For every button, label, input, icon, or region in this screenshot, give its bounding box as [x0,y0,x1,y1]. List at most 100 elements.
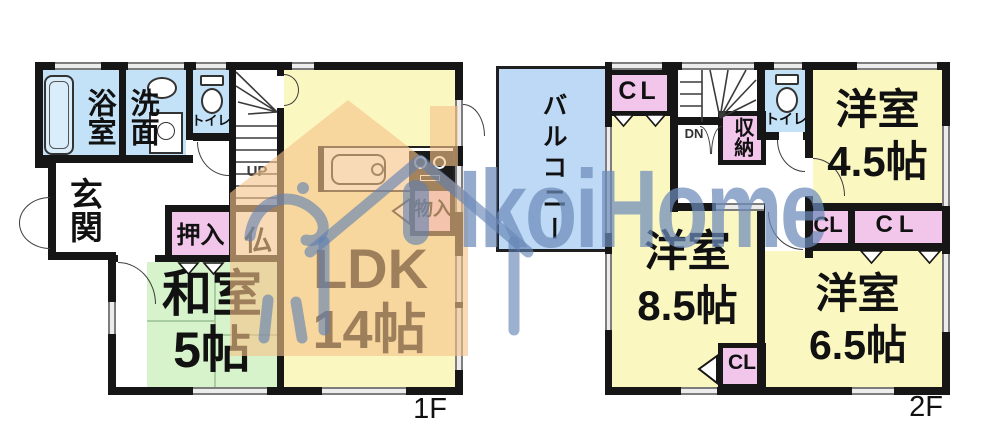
wall [757,203,765,395]
door-arc [19,223,50,249]
window [322,387,406,395]
wall [35,160,56,168]
toilet-tank-icon [200,75,224,86]
west65-name-label: 洋室 [815,270,900,317]
oshiire-closet [172,212,229,255]
entrance-label: 玄関 [65,177,103,243]
toilet-tank-icon [775,74,799,85]
wall [757,62,765,140]
hanger-mark-icon [202,262,225,276]
hanger-mark-icon [859,250,884,265]
wall [108,255,118,262]
stairs-dn-label: DN [684,126,704,141]
wall [186,62,193,140]
cl-b-label: CL [875,211,920,238]
wall [229,62,236,212]
wall [848,207,855,247]
window [455,256,463,302]
wall [318,146,324,192]
balcony-label: バルコニー [539,92,567,247]
wall [805,243,950,251]
staircase-up [235,71,278,199]
bifold-door [711,126,722,154]
door-arc [197,142,229,176]
wall [48,160,56,260]
window [612,62,662,70]
wall [155,255,284,262]
window [774,62,802,70]
wall [119,70,126,160]
oshiire-label: 押入 [176,222,225,249]
wall [165,205,284,212]
door-arc [768,212,803,250]
window [857,62,937,70]
window [682,62,754,70]
floor2-label: 2F [909,391,943,423]
storage-label-1f: 物入 [413,199,452,220]
cl-bottom-label: CL [728,351,756,374]
wall [35,62,43,168]
west85-size-label: 8.5帖 [637,282,738,329]
hanger-mark-icon [177,262,200,276]
window [681,387,717,395]
wall [805,203,950,211]
bath-label: 浴室 [83,88,116,146]
west45-name-label: 洋室 [835,86,920,133]
door-pointer-icon [391,197,411,227]
tatami-line [214,262,216,387]
window [55,62,101,70]
wall [277,70,284,76]
window [942,126,950,206]
window [852,387,894,395]
west45-size-label: 4.5帖 [827,138,928,185]
door-arc [19,197,50,223]
window [455,100,463,146]
shunou-label: 収納 [730,117,753,157]
wall [165,205,172,262]
wall [670,62,678,212]
hanger-mark-icon [917,250,942,265]
wall [108,387,463,395]
washbasin-icon [147,77,177,99]
wall [677,117,722,125]
west85-name-label: 洋室 [644,228,731,276]
toilet-label-2f: トイレ [765,111,807,127]
toilet-bowl-icon [776,87,798,113]
stairs-up-label: UP [246,163,268,180]
window [605,254,612,330]
ldk-name-label: LDK [312,237,429,300]
staircase-down [680,69,757,122]
window [193,387,267,395]
wall [35,155,193,163]
toilet-bowl-icon [201,88,223,114]
wall [942,62,950,395]
kitchen-faucet-icon [371,163,384,176]
toilet-label-1f: トイレ [191,113,231,128]
cl-a-label: CL [813,212,843,237]
door-arc [777,140,805,172]
wall [35,62,463,70]
door-pointer-icon [697,354,718,386]
west65-size-label: 6.5帖 [809,322,907,368]
floor1-label: 1F [413,393,447,425]
window [108,302,116,334]
wall [193,133,236,141]
stove-grill-icon [420,175,440,181]
west65-room [765,251,942,387]
west85-room [612,115,672,387]
cl-top-label: CL [618,77,660,105]
wall [757,132,779,140]
sliding-door [716,203,764,211]
hanger-mark-icon [612,114,635,128]
window [455,166,463,212]
window [942,254,950,332]
tatami-line [147,320,214,322]
hanger-mark-icon [644,114,667,128]
washroom-label: 洗面 [126,88,159,146]
wall [48,252,116,260]
stove-burner-icon [414,156,427,169]
wall [605,387,950,395]
washitsu-size-label: 5帖 [173,322,251,378]
window [128,62,184,70]
